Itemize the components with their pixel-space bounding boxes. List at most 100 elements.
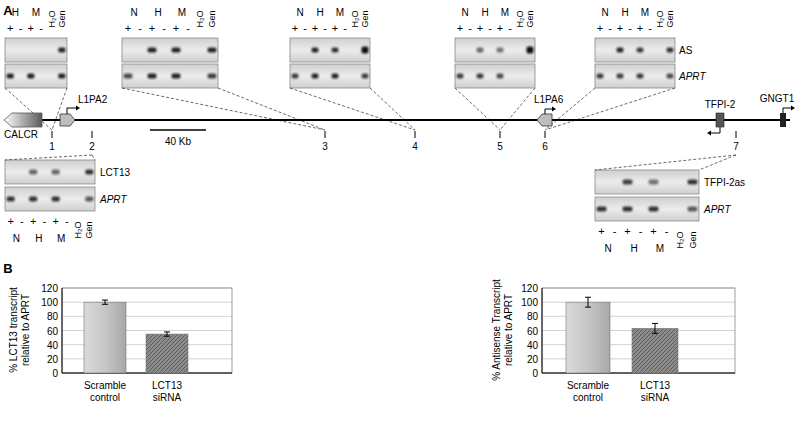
leader-line bbox=[500, 88, 535, 130]
error-cap bbox=[164, 331, 170, 332]
leader-line bbox=[455, 88, 500, 130]
gel-background bbox=[455, 38, 535, 62]
gel-band bbox=[52, 170, 60, 175]
site-number: 2 bbox=[89, 141, 95, 152]
site-number: 4 bbox=[412, 141, 418, 152]
category-label: Scramble control bbox=[73, 380, 137, 404]
l1pa2-element bbox=[60, 114, 75, 126]
gel-background bbox=[595, 64, 675, 88]
gel-band bbox=[497, 74, 504, 79]
tick-label: 0 bbox=[52, 368, 58, 379]
gel bbox=[290, 64, 370, 88]
site-number: 3 bbox=[322, 141, 328, 152]
tss-arrow bbox=[783, 108, 791, 113]
tick-label: 120 bbox=[521, 283, 538, 294]
arrow-head bbox=[76, 106, 80, 111]
gel-background bbox=[122, 64, 218, 88]
treatment-sign: - bbox=[468, 23, 472, 34]
tick-label: 100 bbox=[521, 297, 538, 308]
lane-label: M bbox=[656, 243, 664, 254]
treatment-sign: + bbox=[650, 226, 656, 237]
leader-line bbox=[92, 155, 95, 160]
gene-label: L1PA2 bbox=[78, 94, 107, 105]
treatment-sign: + bbox=[125, 23, 131, 34]
gel-band bbox=[85, 170, 93, 175]
gel-band bbox=[124, 74, 133, 79]
treatment-sign: - bbox=[162, 23, 166, 34]
gel-band bbox=[527, 47, 534, 54]
panel-letter: A bbox=[3, 5, 12, 16]
leader-line bbox=[370, 88, 415, 130]
treatment-sign: - bbox=[488, 23, 492, 34]
lane-label: H bbox=[621, 7, 628, 18]
bar bbox=[146, 334, 188, 373]
error-cap bbox=[652, 333, 658, 334]
leader-line bbox=[290, 88, 415, 130]
treatment-sign: - bbox=[608, 23, 612, 34]
gel bbox=[5, 187, 95, 211]
site-number: 1 bbox=[49, 141, 55, 152]
site-tick bbox=[92, 131, 93, 138]
lane-label: M bbox=[57, 233, 65, 244]
leader-line bbox=[5, 88, 52, 130]
tick-label: 80 bbox=[47, 311, 58, 322]
treatment-sign: - bbox=[43, 216, 47, 227]
arrow-head bbox=[707, 131, 711, 136]
site-tick bbox=[736, 131, 737, 138]
lane-label: N bbox=[601, 7, 608, 18]
gel-band bbox=[667, 74, 674, 79]
error-cap bbox=[652, 323, 658, 324]
lane-label: M bbox=[641, 7, 649, 18]
error-cap bbox=[164, 336, 170, 337]
gel-background bbox=[595, 170, 699, 194]
site-number: 6 bbox=[542, 141, 548, 152]
lane-label: N bbox=[461, 7, 468, 18]
gel-band bbox=[332, 74, 339, 79]
control-label: Gen bbox=[666, 10, 675, 27]
bar bbox=[84, 302, 126, 373]
lane-label: N bbox=[13, 233, 20, 244]
gel-band bbox=[597, 74, 604, 79]
treatment-sign: + bbox=[28, 23, 34, 34]
genomic-map bbox=[4, 106, 795, 139]
treatment-sign: - bbox=[323, 23, 327, 34]
gel-band bbox=[332, 48, 339, 53]
gel-band bbox=[688, 180, 698, 185]
gel-band bbox=[649, 180, 659, 185]
arrow-head bbox=[552, 107, 556, 112]
lane-label: H bbox=[630, 243, 637, 254]
gel-band bbox=[362, 47, 369, 54]
gel-background bbox=[290, 38, 370, 62]
error-cap bbox=[585, 307, 591, 308]
panel-letter: B bbox=[3, 263, 12, 274]
gel-band bbox=[637, 74, 644, 79]
error-cap bbox=[102, 304, 108, 305]
bar-charts bbox=[62, 288, 735, 373]
control-label: H₂O bbox=[196, 11, 205, 28]
gel-background bbox=[5, 187, 95, 211]
gel-background bbox=[290, 64, 370, 88]
gel-band bbox=[477, 74, 484, 79]
error-bar bbox=[102, 300, 108, 304]
gel-images bbox=[5, 38, 699, 221]
gel-background bbox=[455, 64, 535, 88]
control-label: Gen bbox=[57, 10, 66, 27]
leader-lines bbox=[5, 88, 736, 170]
lane-label: H bbox=[12, 7, 19, 18]
tick-label: 60 bbox=[527, 325, 538, 336]
bar-chart bbox=[542, 288, 735, 373]
site-tick bbox=[545, 131, 546, 138]
gel-label: APRT bbox=[704, 204, 731, 215]
gel-band bbox=[148, 48, 157, 53]
control-label: Gen bbox=[208, 10, 217, 27]
tick-label: 40 bbox=[527, 339, 538, 350]
tick-label: 80 bbox=[527, 311, 538, 322]
error-bar bbox=[585, 297, 591, 307]
site-number: 5 bbox=[497, 141, 503, 152]
control-label: Gen bbox=[688, 231, 697, 248]
treatment-sign: + bbox=[457, 23, 463, 34]
treatment-sign: - bbox=[639, 226, 643, 237]
gel bbox=[595, 197, 699, 221]
